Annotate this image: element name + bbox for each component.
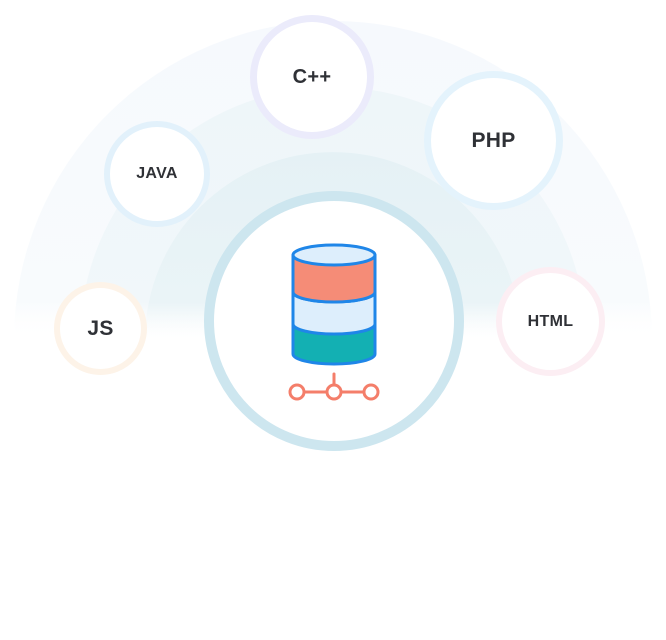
language-label-php: PHP [471,128,516,152]
network-node-right [362,383,380,401]
network-node-center [325,383,343,401]
database-network-icon [288,243,380,401]
language-bubble-java: JAVA [104,121,210,227]
language-label-cpp: C++ [292,65,332,88]
network-node-left [288,383,306,401]
language-bubble-js: JS [54,282,147,375]
language-label-html: HTML [527,312,574,330]
language-bubble-php: PHP [424,71,563,210]
language-label-js: JS [87,316,114,340]
db-top-segment [291,253,377,304]
language-bubble-html: HTML [496,267,605,376]
language-bubble-cpp: C++ [250,15,374,139]
db-top-cap [291,243,377,267]
language-label-java: JAVA [136,165,178,182]
